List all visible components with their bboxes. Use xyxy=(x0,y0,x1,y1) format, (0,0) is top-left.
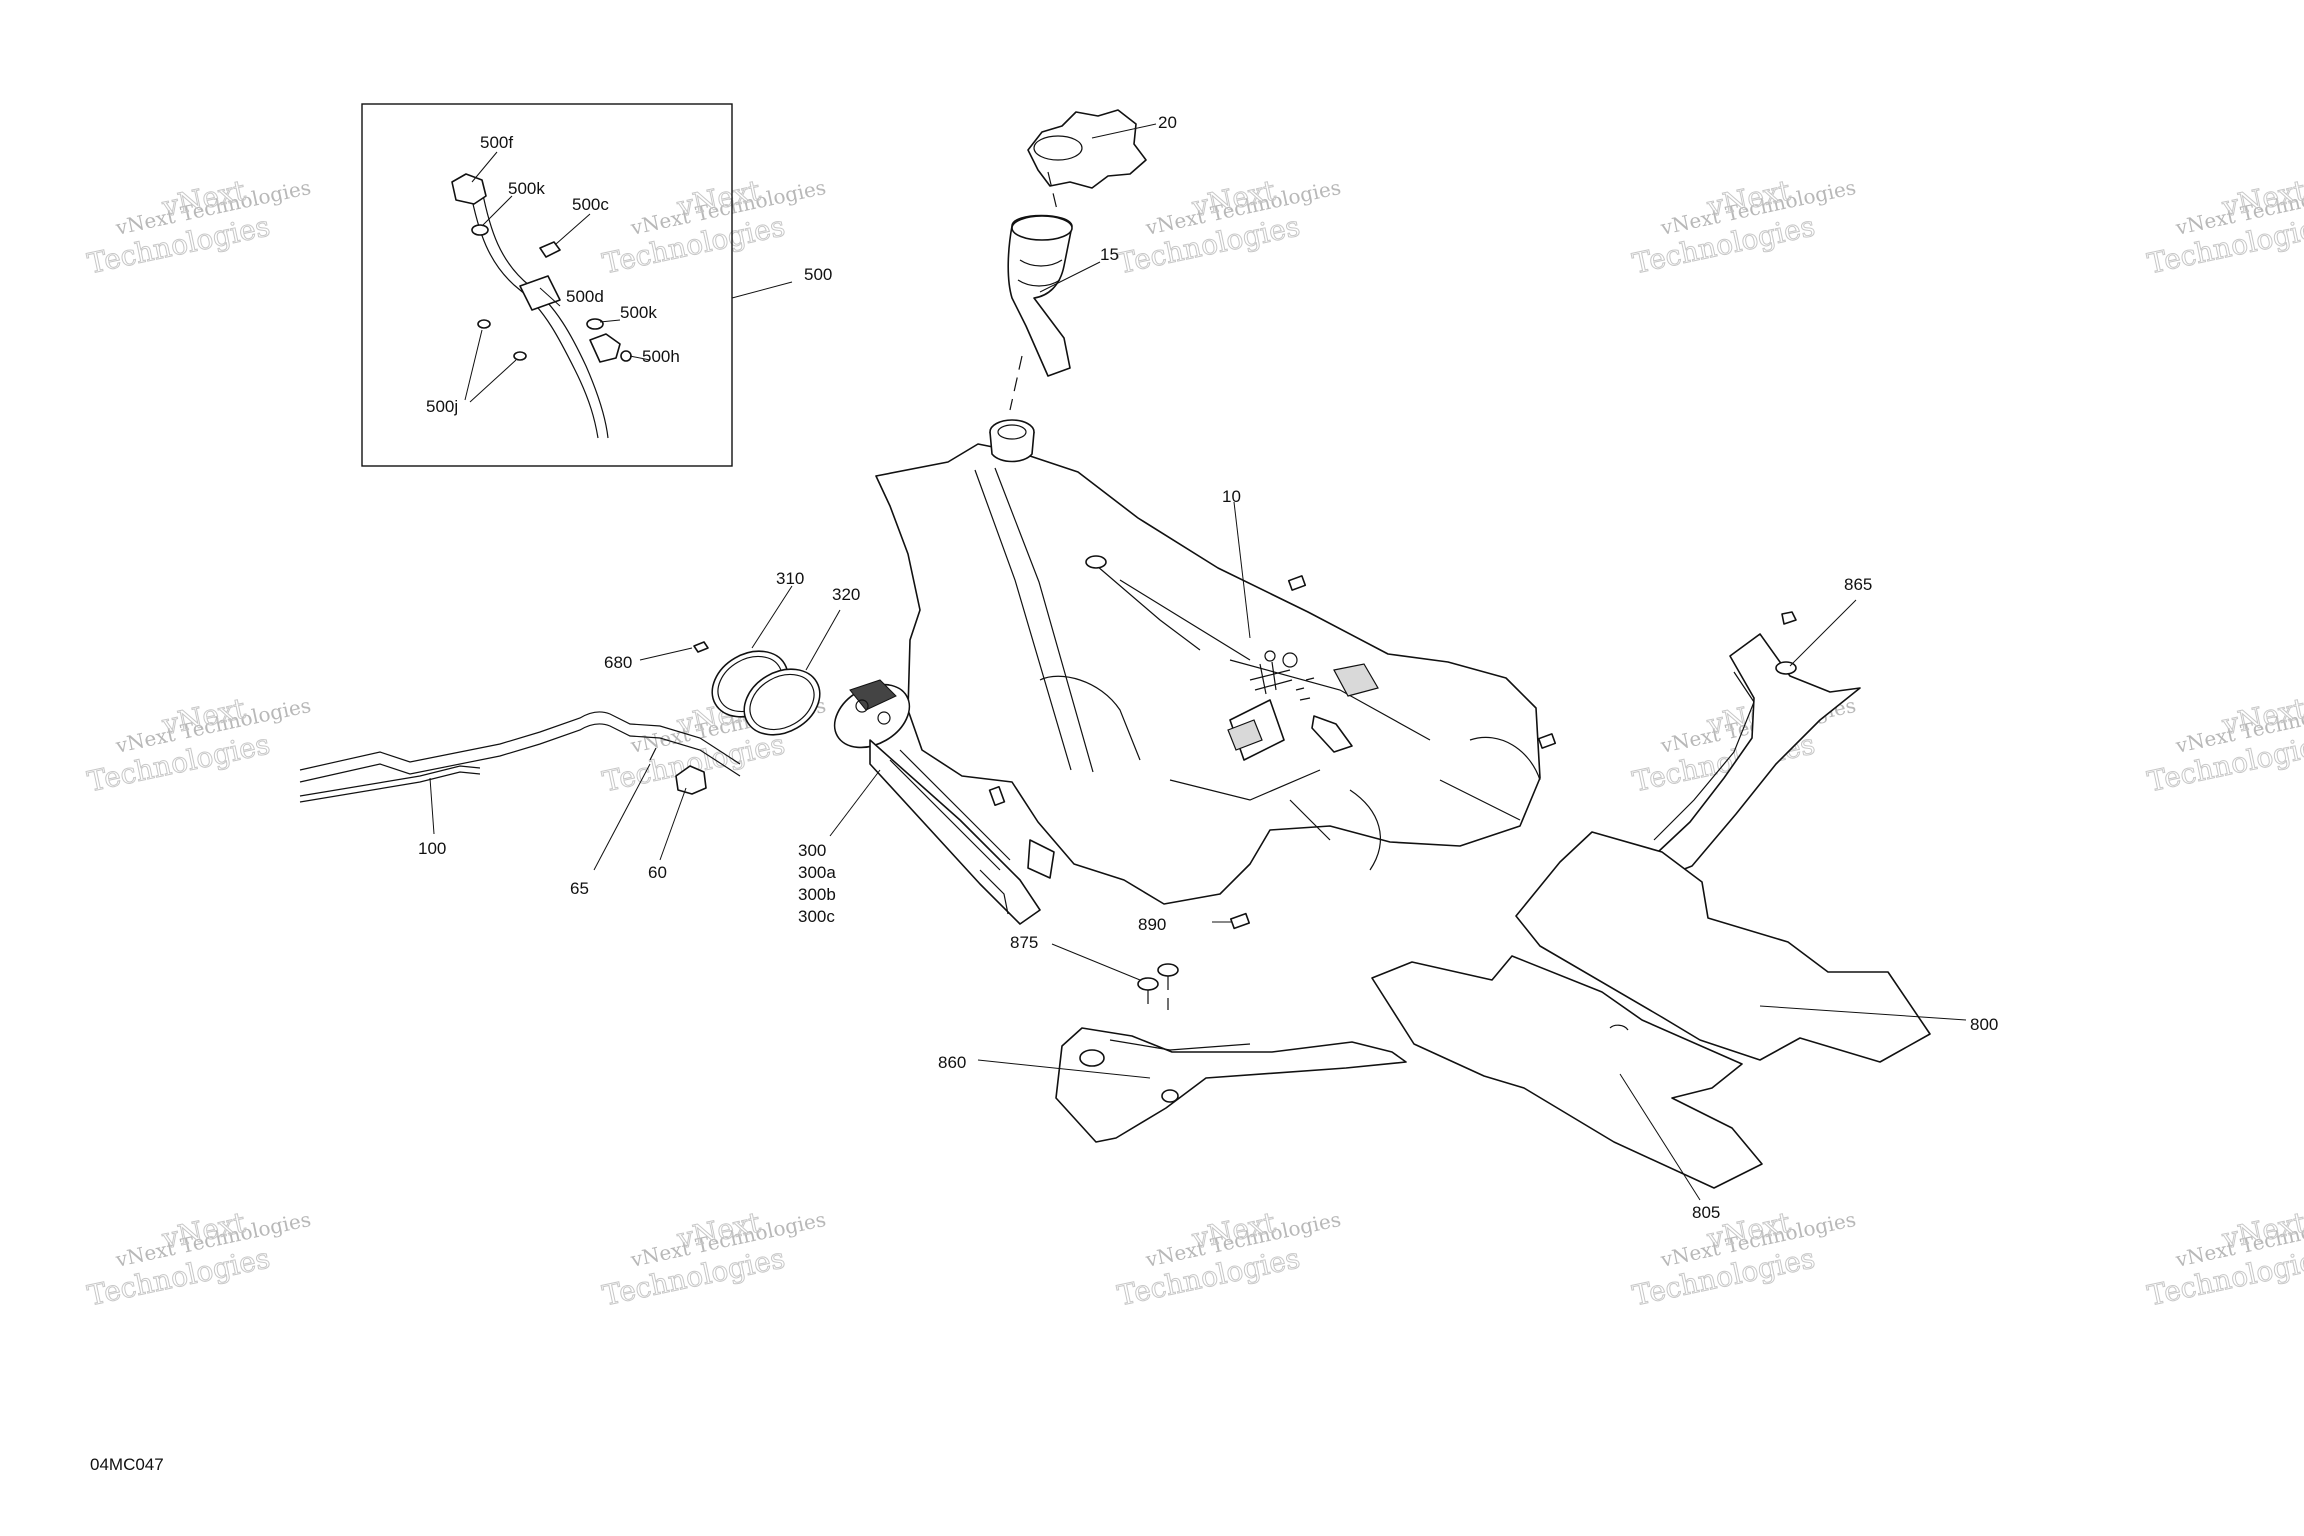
callout-310: 310 xyxy=(776,569,804,588)
callout-500f: 500f xyxy=(480,133,513,152)
callout-300c: 300c xyxy=(798,907,835,926)
protector-805 xyxy=(1371,955,1763,1201)
callout-500k-top: 500k xyxy=(508,179,545,198)
callout-labels: 20 15 10 500f 500k 500c 500d 500k 500h 5… xyxy=(418,113,1998,1222)
callout-300a: 300a xyxy=(798,863,836,882)
callout-500c: 500c xyxy=(572,195,609,214)
figure-code: 04MC047 xyxy=(90,1455,164,1474)
callout-865: 865 xyxy=(1844,575,1872,594)
clip-left xyxy=(988,785,1006,807)
connector-60 xyxy=(659,765,707,861)
callout-300: 300 xyxy=(798,841,826,860)
heat-shield-865 xyxy=(1635,599,1861,881)
clip-890 xyxy=(1229,912,1251,930)
fuel-pump-300 xyxy=(829,679,1055,925)
callout-500j: 500j xyxy=(426,397,458,416)
filler-cap-20 xyxy=(1027,109,1157,189)
detail-box-500 xyxy=(361,103,793,467)
callout-10: 10 xyxy=(1222,487,1241,506)
callout-15: 15 xyxy=(1100,245,1119,264)
callout-60: 60 xyxy=(648,863,667,882)
filler-neck-15 xyxy=(1007,214,1101,377)
callout-500d: 500d xyxy=(566,287,604,306)
screw-680 xyxy=(639,641,709,661)
callout-100: 100 xyxy=(418,839,446,858)
push-rivets-875 xyxy=(1051,943,1179,1010)
callout-890: 890 xyxy=(1138,915,1166,934)
fuel-tank-10 xyxy=(875,419,1541,905)
protector-800 xyxy=(1515,831,1967,1063)
callout-65: 65 xyxy=(570,879,589,898)
gasket-320 xyxy=(743,609,841,736)
callout-320: 320 xyxy=(832,585,860,604)
callout-500: 500 xyxy=(804,265,832,284)
callout-500h: 500h xyxy=(642,347,680,366)
callout-800: 800 xyxy=(1970,1015,1998,1034)
callout-680: 680 xyxy=(604,653,632,672)
fuel-line-100 xyxy=(299,711,741,835)
callout-20: 20 xyxy=(1158,113,1177,132)
callout-300b: 300b xyxy=(798,885,836,904)
clip-65 xyxy=(593,747,657,871)
callout-860: 860 xyxy=(938,1053,966,1072)
heat-shield-860 xyxy=(977,1027,1407,1143)
callout-805: 805 xyxy=(1692,1203,1720,1222)
callout-875: 875 xyxy=(1010,933,1038,952)
clip-right xyxy=(1537,733,1557,749)
clip-top xyxy=(1287,575,1307,591)
callout-500k-mid: 500k xyxy=(620,303,657,322)
